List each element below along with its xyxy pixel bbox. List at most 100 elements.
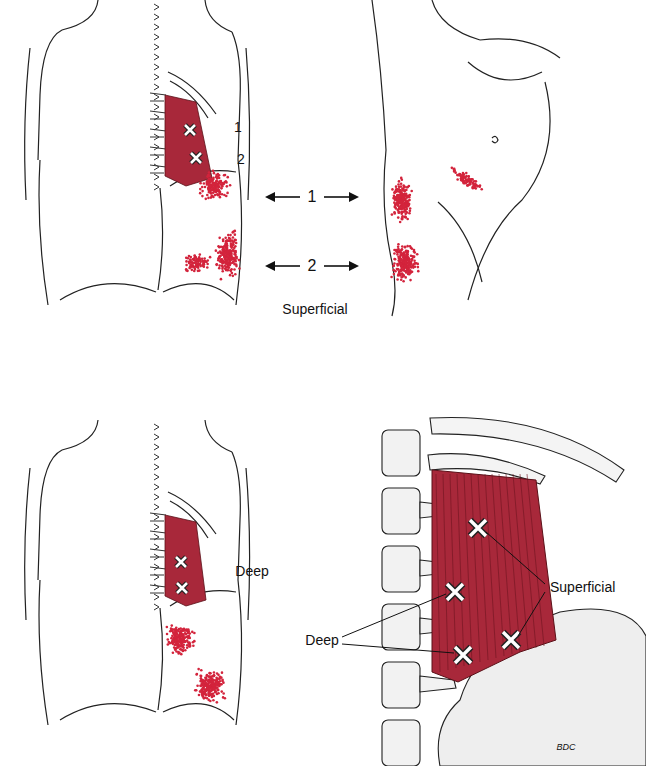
pain-dot bbox=[179, 641, 182, 644]
trigger-x bbox=[176, 557, 186, 567]
pain-dot bbox=[401, 265, 404, 268]
pain-dot bbox=[217, 688, 220, 691]
pain-dot bbox=[404, 265, 407, 268]
pain-dot bbox=[397, 268, 400, 271]
spine-mark bbox=[154, 44, 159, 50]
pain-dot bbox=[231, 245, 234, 248]
pain-dot bbox=[188, 267, 191, 270]
pain-dot bbox=[216, 677, 219, 680]
pain-dot bbox=[233, 263, 236, 266]
pain-dot bbox=[232, 249, 235, 252]
pain-dot bbox=[195, 263, 198, 266]
pain-dot bbox=[182, 646, 185, 649]
pain-dot bbox=[199, 690, 202, 693]
pain-dot bbox=[189, 258, 192, 261]
pain-dot bbox=[197, 270, 200, 273]
pain-dot bbox=[224, 174, 227, 177]
pain-dot bbox=[184, 629, 187, 632]
pain-dot bbox=[405, 250, 408, 253]
pain-dot bbox=[170, 624, 173, 627]
pain-dot bbox=[174, 636, 177, 639]
pain-dot bbox=[188, 630, 191, 633]
pain-dot bbox=[171, 635, 174, 638]
pain-dot bbox=[480, 188, 483, 191]
spine-mark bbox=[154, 4, 159, 10]
vertebra-mark bbox=[150, 585, 166, 593]
pain-dot bbox=[476, 185, 479, 188]
trigger-x bbox=[447, 584, 463, 600]
pain-dot bbox=[223, 249, 226, 252]
spine-mark bbox=[154, 584, 159, 590]
pain-dot bbox=[469, 182, 472, 185]
pain-dot bbox=[451, 167, 454, 170]
pain-dot bbox=[224, 697, 227, 700]
drawing-part bbox=[342, 594, 446, 637]
spine bbox=[150, 4, 166, 190]
pain-dot bbox=[401, 274, 404, 277]
pain-dot bbox=[225, 195, 228, 198]
pain-dot bbox=[215, 264, 218, 267]
x-stroke bbox=[185, 125, 195, 135]
pain-dot bbox=[217, 245, 220, 248]
drawing-part bbox=[486, 532, 545, 584]
pain-dot bbox=[471, 186, 474, 189]
pain-dot bbox=[194, 689, 197, 692]
pain-dot bbox=[216, 682, 219, 685]
pain-dot bbox=[229, 184, 232, 187]
pain-dot bbox=[176, 642, 179, 645]
pain-dot bbox=[174, 640, 177, 643]
drawing-part bbox=[518, 592, 545, 636]
pain-dot bbox=[172, 641, 175, 644]
x-stroke bbox=[470, 520, 486, 536]
pain-dot bbox=[400, 276, 403, 279]
pain-dot bbox=[223, 254, 226, 257]
pain-dot bbox=[224, 237, 227, 240]
pain-pattern bbox=[185, 170, 241, 281]
spine-mark bbox=[154, 454, 159, 460]
pain-dot bbox=[403, 190, 406, 193]
pain-dot bbox=[175, 636, 178, 639]
pain-dot bbox=[230, 268, 233, 271]
spine-mark bbox=[154, 484, 159, 490]
pain-dot bbox=[397, 274, 400, 277]
pain-dot bbox=[393, 201, 396, 204]
vertebra bbox=[382, 662, 420, 708]
pain-dot bbox=[227, 234, 230, 237]
pain-dot bbox=[396, 278, 399, 281]
fiber bbox=[471, 474, 480, 662]
pain-dot bbox=[182, 649, 185, 652]
pain-dot bbox=[184, 629, 187, 632]
spine-mark bbox=[154, 494, 159, 500]
pain-dot bbox=[408, 212, 411, 215]
pain-dot bbox=[199, 258, 202, 261]
pain-dot bbox=[233, 268, 236, 271]
pain-dot bbox=[410, 190, 413, 193]
pain-dot bbox=[225, 181, 228, 184]
pain-dot bbox=[221, 184, 224, 187]
pain-dot bbox=[177, 646, 180, 649]
pain-dot bbox=[396, 264, 399, 267]
spine-mark bbox=[154, 24, 159, 30]
pain-dot bbox=[232, 236, 235, 239]
pain-dot bbox=[228, 237, 231, 240]
fiber bbox=[520, 474, 536, 648]
vertebra-mark bbox=[150, 147, 166, 155]
pain-dot bbox=[413, 259, 416, 262]
drawing-part bbox=[372, 0, 395, 316]
callout-number: 2 bbox=[237, 152, 245, 167]
spine-mark bbox=[154, 174, 159, 180]
spine-mark bbox=[154, 64, 159, 70]
pain-dot bbox=[223, 254, 226, 257]
pain-dot bbox=[186, 270, 189, 273]
pain-dot bbox=[238, 259, 241, 262]
pain-dot bbox=[189, 645, 192, 648]
pain-dot bbox=[404, 246, 407, 249]
pain-dot bbox=[233, 258, 236, 261]
pain-dot bbox=[218, 267, 221, 270]
pain-dot bbox=[198, 694, 201, 697]
pain-dot bbox=[216, 183, 219, 186]
pain-dot bbox=[404, 189, 407, 192]
pain-dot bbox=[233, 258, 236, 261]
pain-dot bbox=[202, 261, 205, 264]
layer-label: Superficial bbox=[550, 580, 615, 595]
